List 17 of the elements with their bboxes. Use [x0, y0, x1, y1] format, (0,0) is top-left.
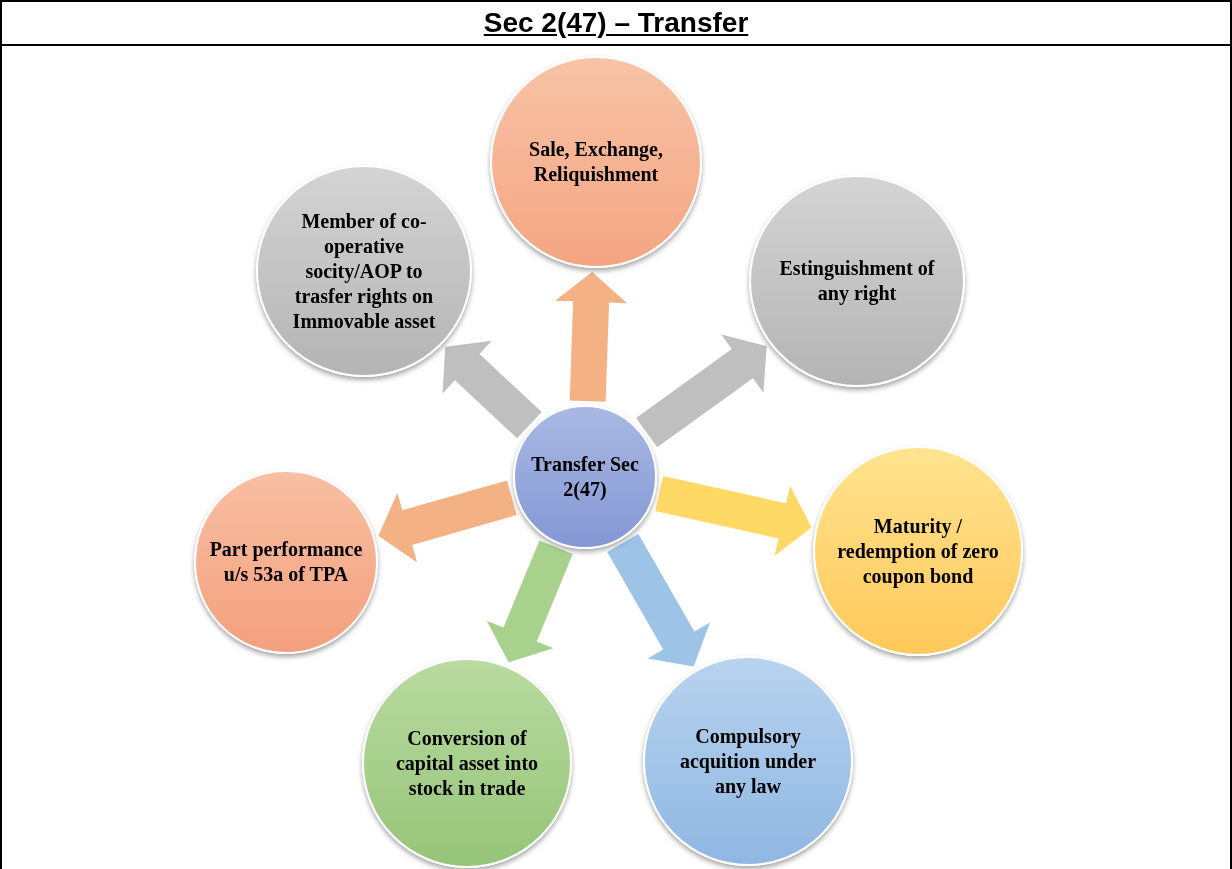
title: Sec 2(47) – Transfer	[483, 6, 749, 40]
circle-label: Maturity / redemption of zero coupon bond	[836, 513, 1000, 589]
block-arrow	[555, 271, 628, 402]
topic-circle	[513, 405, 657, 549]
block-arrow	[655, 475, 812, 556]
block-arrow	[486, 540, 573, 663]
block-arrow	[636, 334, 767, 448]
circle-label: Estinguishment of any right	[778, 256, 936, 306]
circle-label: Part performance u/s 53a of TPA	[208, 537, 364, 587]
circle-label: Compulsory acquition under any law	[678, 723, 818, 799]
block-arrow	[378, 480, 517, 563]
circle-label: Transfer Sec 2(47)	[530, 452, 640, 502]
block-arrow	[607, 534, 710, 667]
circle-label: Conversion of capital asset into stock in trade	[394, 725, 540, 801]
circle-label: Member of co-operative socity/AOP to trasfer rights on Immovable asset	[291, 208, 437, 334]
block-arrow	[442, 340, 542, 439]
circle-label: Sale, Exchange, Reliquishment	[528, 137, 664, 187]
